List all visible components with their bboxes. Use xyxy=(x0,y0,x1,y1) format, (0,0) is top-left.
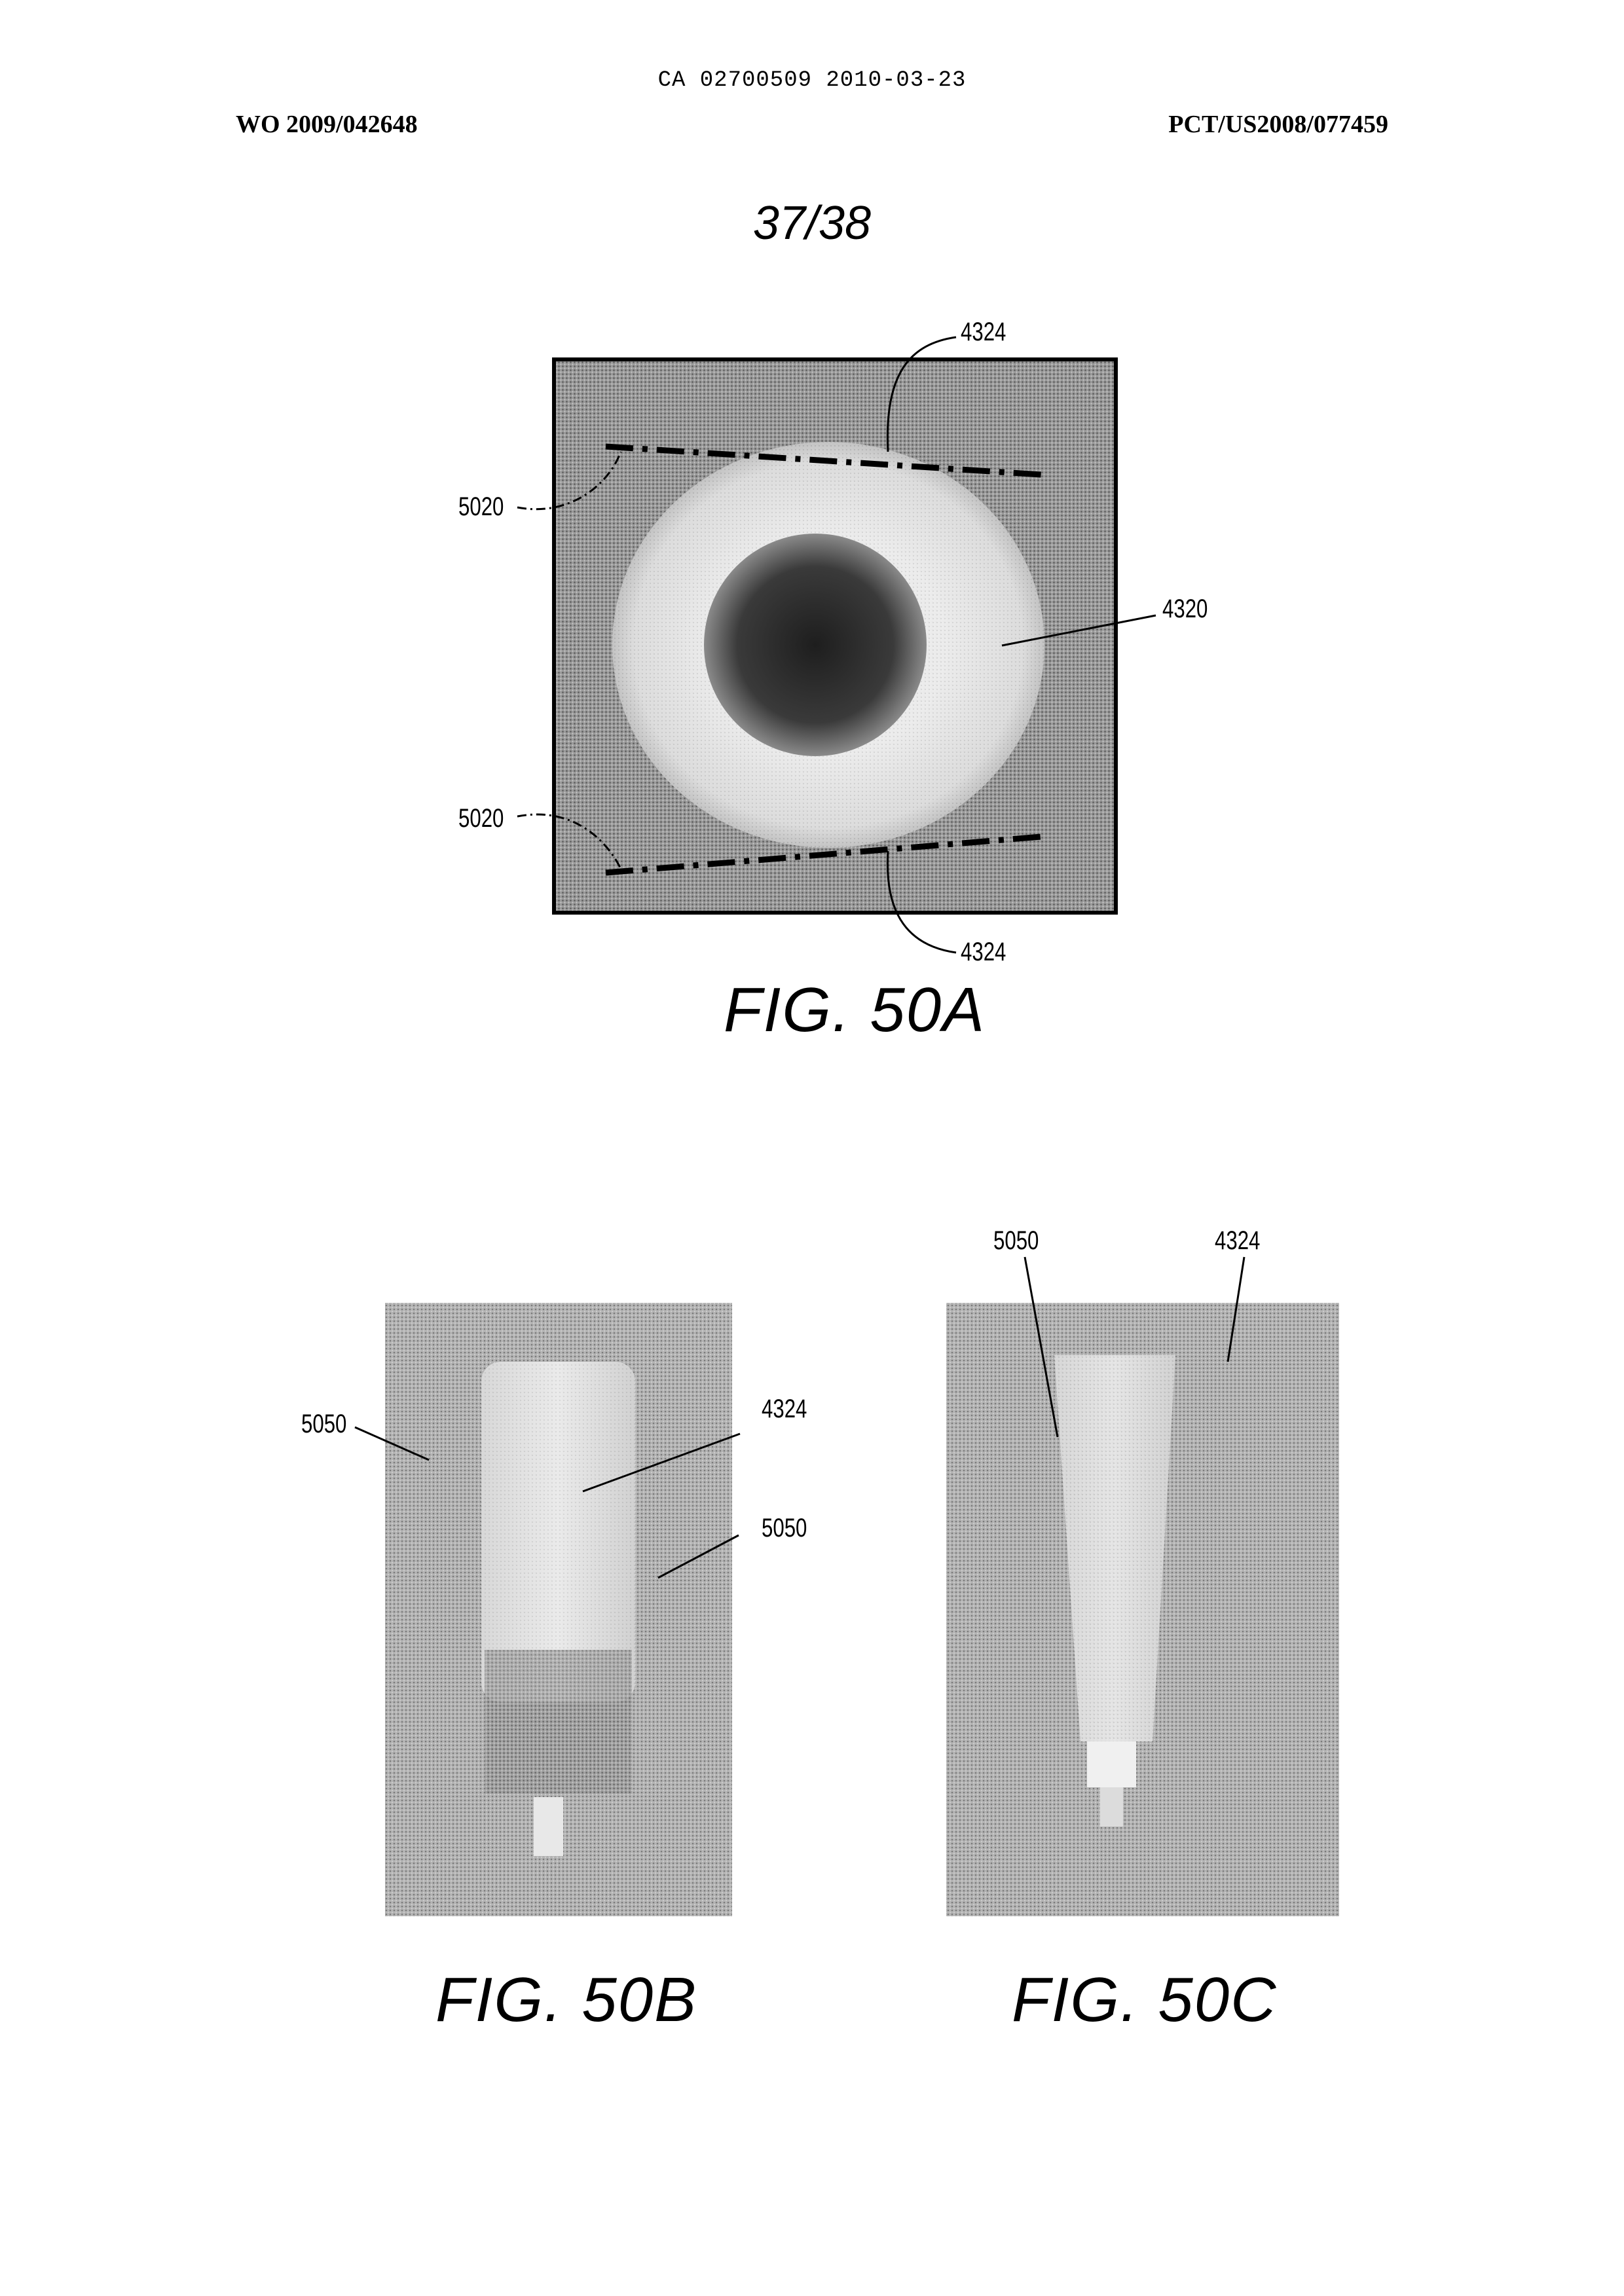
fig-50b-image xyxy=(355,1303,740,1916)
caption-fig-50b: FIG. 50B xyxy=(435,1964,697,2036)
caption-fig-50a: FIG. 50A xyxy=(724,974,986,1046)
fig-50a-image xyxy=(517,337,1156,953)
ref-5050-left-50b: 5050 xyxy=(301,1410,346,1439)
ref-4324-50b: 4324 xyxy=(762,1394,807,1424)
ref-4324-bottom: 4324 xyxy=(961,938,1006,967)
fig-50c-image xyxy=(946,1257,1339,1916)
ref-5050-right-50b: 5050 xyxy=(762,1514,807,1543)
ref-5020-upper: 5020 xyxy=(458,492,504,522)
ref-4320: 4320 xyxy=(1162,594,1208,624)
ref-4324-top: 4324 xyxy=(961,318,1006,347)
ref-4324-50c: 4324 xyxy=(1215,1226,1260,1256)
caption-fig-50c: FIG. 50C xyxy=(1012,1964,1277,2036)
ref-5050-50c: 5050 xyxy=(993,1226,1039,1256)
ref-5020-lower: 5020 xyxy=(458,804,504,833)
